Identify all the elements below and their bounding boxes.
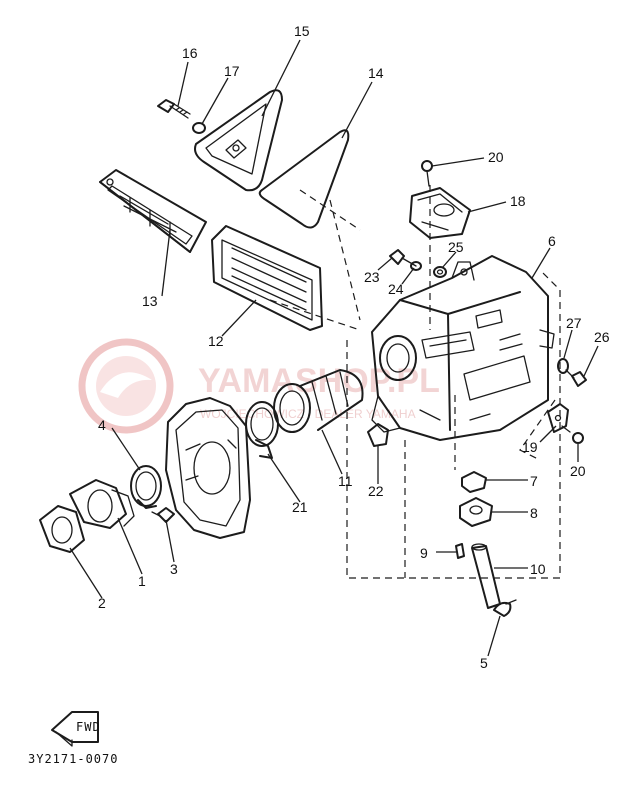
part-25-grommet [433,266,447,278]
callout-2: 2 [98,595,106,611]
callout-21: 21 [292,499,308,515]
leader-lines [69,39,599,657]
part-15-cover [194,89,283,192]
callout-3: 3 [170,561,178,577]
part-8-drain [459,497,493,527]
fwd-arrow-icon: FWD [51,711,101,747]
callout-24: 24 [388,281,404,297]
fwd-label: FWD [76,720,101,734]
callout-20-right: 20 [570,463,586,479]
part-16-bolt [157,99,191,119]
assembly-guide-lines [269,185,561,579]
drawing-code: 3Y2171-0070 [28,752,118,766]
part-17-washer [192,122,206,134]
part-18-boot [409,187,471,239]
callout-5: 5 [480,655,488,671]
watermark: YAMASHOP.PL WOJCIECHOWICZ - DEALER YAMAH… [78,338,440,434]
part-22-clip [367,423,389,447]
part-20-screw-top [421,160,433,187]
watermark-logo [78,338,174,434]
part-1-manifold [69,479,135,529]
part-6-air-box [371,255,555,441]
callout-10: 10 [530,561,546,577]
callout-14: 14 [368,65,384,81]
callout-11: 11 [338,473,353,489]
callout-6: 6 [548,233,556,249]
callout-19: 19 [522,439,538,455]
callout-20-top: 20 [488,149,504,165]
part-4-clamp [130,465,162,509]
carburetor-body [165,397,251,539]
part-2-gasket [39,505,85,553]
part-26-bolt [565,369,587,387]
part-11-joint [273,369,364,433]
callout-26: 26 [594,329,610,345]
callout-25: 25 [448,239,464,255]
callout-22: 22 [368,483,384,499]
part-5-clip [493,599,517,617]
callout-9: 9 [420,545,428,561]
callout-27: 27 [566,315,582,331]
part-24-washer [410,261,422,271]
part-9-screw [455,543,465,559]
part-7-cap [461,471,487,493]
part-27-grommet [557,358,569,374]
part-12-element [211,225,323,331]
part-13-frame [99,169,207,253]
callout-4: 4 [98,417,106,433]
callout-18: 18 [510,193,526,209]
callout-23: 23 [364,269,380,285]
callout-8: 8 [530,505,538,521]
part-23-bolt [389,249,417,267]
callout-15: 15 [294,23,310,39]
callout-12: 12 [208,333,224,349]
callout-1: 1 [138,573,146,589]
watermark-tagline: WOJCIECHOWICZ - DEALER YAMAHA [200,407,416,421]
callout-13: 13 [142,293,158,309]
callout-labels: 16 17 15 14 20 18 6 25 23 24 27 26 19 20… [98,23,610,671]
callout-16: 16 [182,45,198,61]
part-10-hose [471,543,501,609]
watermark-brand: YAMASHOP.PL [198,362,440,400]
callout-7: 7 [530,473,538,489]
part-3-bolt [151,507,175,523]
part-20-screw-right [561,425,584,444]
callout-17: 17 [224,63,240,79]
